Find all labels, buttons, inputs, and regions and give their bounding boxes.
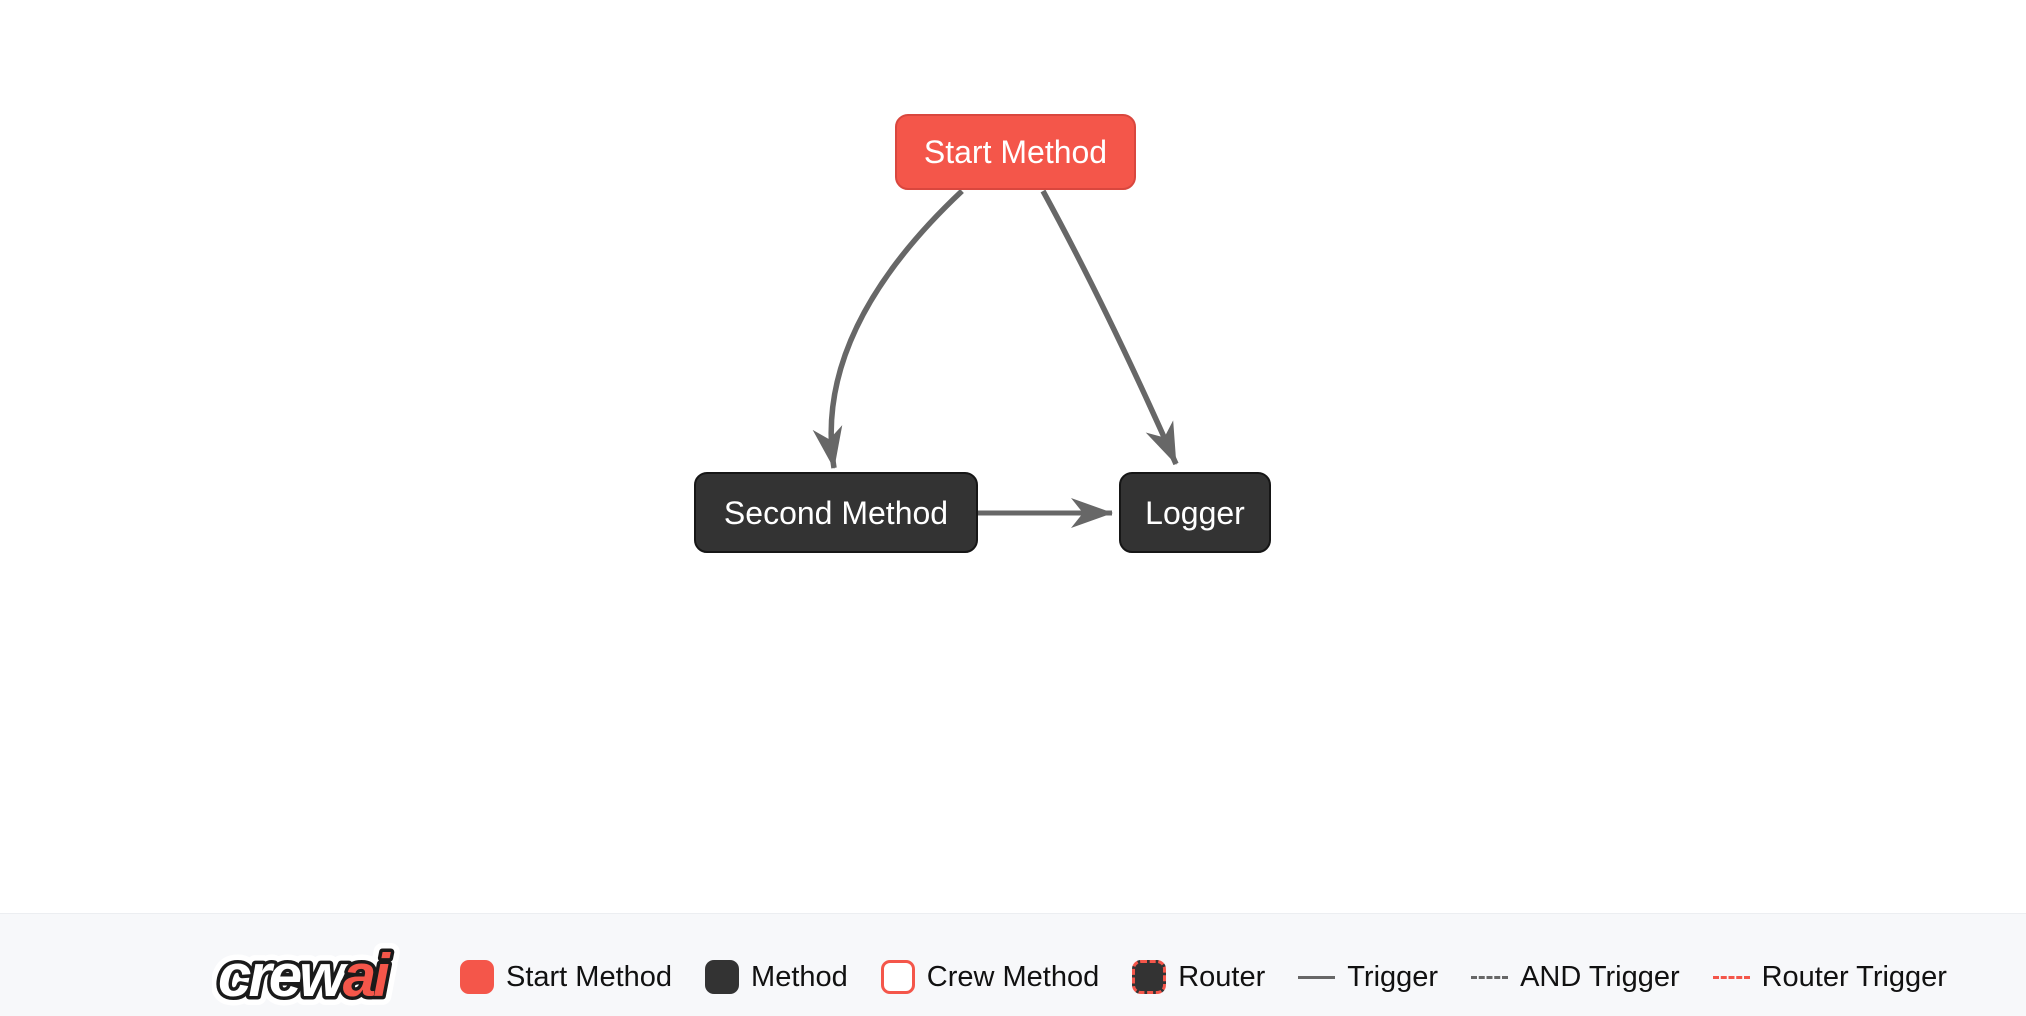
legend-item-and-trigger: AND Trigger <box>1471 961 1680 994</box>
legend-item-method: Method <box>705 960 848 994</box>
node-start-method-label: Start Method <box>923 134 1108 170</box>
legend-label: Crew Method <box>926 960 1100 993</box>
legend-label: Router <box>1178 960 1266 993</box>
legend-label: Trigger <box>1347 960 1439 993</box>
edge-start-to-second-method <box>812 188 964 469</box>
node-second-method: Second Method <box>694 472 978 553</box>
legend-label: Method <box>751 960 848 993</box>
legend-item-trigger: Trigger <box>1298 961 1438 994</box>
method-node-swatch-icon <box>705 960 740 994</box>
legend-item-start-method: Start Method <box>460 960 672 994</box>
and-trigger-line-icon <box>1471 975 1509 979</box>
crewai-logo-halo: crewai <box>218 942 391 1009</box>
legend-item-crew-method: Crew Method <box>880 960 1100 994</box>
start-node-swatch-icon <box>460 960 494 994</box>
node-second-method-label: Second Method <box>723 494 949 531</box>
crewai-logo: crewai crewai <box>212 938 403 1016</box>
router-node-swatch-icon <box>1132 960 1167 994</box>
crewai-logo-text: crewai <box>218 942 391 1009</box>
legend-label: Router Trigger <box>1761 960 1947 993</box>
legend-item-router-trigger: Router Trigger <box>1712 960 1947 994</box>
legend-label: Start Method <box>506 960 673 993</box>
node-logger: Logger <box>1119 472 1271 553</box>
node-logger-label: Logger <box>1145 494 1245 531</box>
legend-item-router: Router <box>1132 960 1265 994</box>
legend-bar: crewai crewai Start Method Method Crew M… <box>0 913 2026 1016</box>
node-start-method: Start Method <box>895 114 1136 190</box>
router-trigger-line-icon <box>1712 975 1750 979</box>
crew-method-swatch-icon <box>880 960 915 994</box>
legend-label: AND Trigger <box>1520 960 1680 993</box>
trigger-line-icon <box>1298 975 1336 979</box>
edge-start-to-logger <box>1040 189 1179 466</box>
